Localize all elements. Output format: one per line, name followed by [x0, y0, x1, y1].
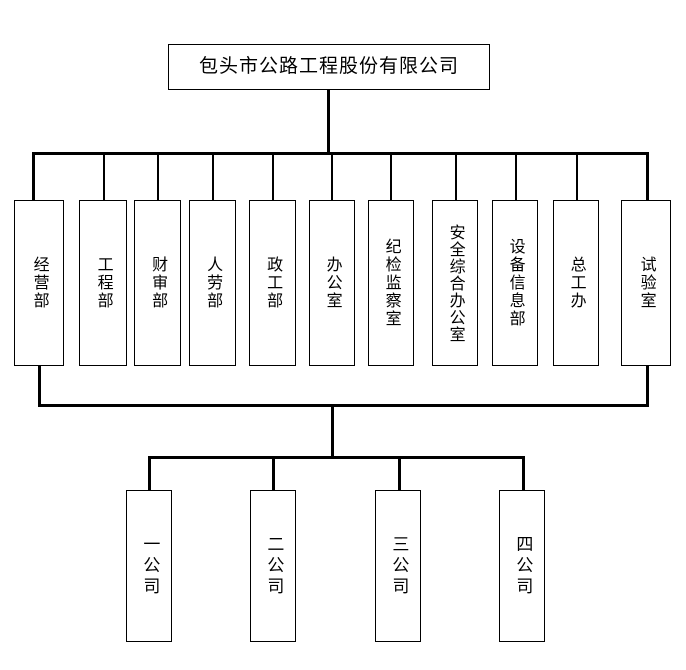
department-label-6: 办公室: [323, 256, 341, 310]
subsidiary-node-4[interactable]: 四公司: [499, 490, 545, 642]
drop-line-dept-2: [103, 152, 105, 200]
drop-line-dept-1: [32, 152, 35, 200]
department-label-5: 政工部: [264, 256, 282, 310]
subsidiary-node-3[interactable]: 三公司: [375, 490, 421, 642]
department-node-4[interactable]: 人劳部: [189, 200, 236, 366]
lower-bus-left-riser: [38, 366, 41, 407]
department-node-8[interactable]: 安全综合办公室: [432, 200, 478, 366]
department-label-11: 试验室: [637, 256, 655, 310]
department-node-9[interactable]: 设备信息部: [492, 200, 538, 366]
department-node-2[interactable]: 工程部: [79, 200, 127, 366]
subsidiary-label-4: 四公司: [513, 534, 533, 598]
lower-bus-to-subsidiary-connector: [331, 407, 334, 457]
drop-line-dept-7: [390, 152, 392, 200]
drop-line-sub-3: [398, 456, 401, 490]
department-node-11[interactable]: 试验室: [621, 200, 671, 366]
drop-line-dept-10: [576, 152, 578, 200]
drop-line-sub-4: [522, 456, 525, 490]
department-bus-line: [32, 152, 649, 155]
drop-line-dept-5: [272, 152, 274, 200]
subsidiary-bus-line: [148, 456, 525, 459]
drop-line-dept-4: [212, 152, 214, 200]
department-node-3[interactable]: 财审部: [134, 200, 181, 366]
subsidiary-node-1[interactable]: 一公司: [126, 490, 172, 642]
drop-line-dept-3: [157, 152, 159, 200]
drop-line-dept-9: [515, 152, 517, 200]
lower-bus-right-riser: [646, 366, 649, 407]
org-root-node[interactable]: 包头市公路工程股份有限公司: [168, 44, 490, 90]
subsidiary-label-3: 三公司: [389, 534, 409, 598]
drop-line-sub-1: [148, 456, 151, 490]
subsidiary-label-2: 二公司: [264, 534, 284, 598]
department-node-10[interactable]: 总工办: [553, 200, 599, 366]
department-label-8: 安全综合办公室: [446, 223, 464, 343]
subsidiary-node-2[interactable]: 二公司: [250, 490, 296, 642]
department-label-1: 经营部: [30, 256, 48, 310]
department-label-7: 纪检监察室: [382, 238, 400, 328]
lower-bus-line: [38, 404, 649, 407]
department-label-9: 设备信息部: [506, 238, 524, 328]
drop-line-sub-2: [272, 456, 275, 490]
department-label-4: 人劳部: [204, 256, 222, 310]
department-label-10: 总工办: [567, 256, 585, 310]
department-node-6[interactable]: 办公室: [309, 200, 355, 366]
drop-line-dept-11: [646, 152, 649, 200]
department-node-1[interactable]: 经营部: [14, 200, 64, 366]
department-node-5[interactable]: 政工部: [249, 200, 296, 366]
drop-line-dept-8: [455, 152, 457, 200]
department-label-3: 财审部: [149, 256, 167, 310]
subsidiary-label-1: 一公司: [140, 534, 160, 598]
drop-line-dept-6: [331, 152, 333, 200]
department-label-2: 工程部: [94, 256, 112, 310]
org-root-label: 包头市公路工程股份有限公司: [198, 55, 459, 77]
department-node-7[interactable]: 纪检监察室: [368, 200, 414, 366]
root-to-bus-connector: [327, 90, 330, 152]
